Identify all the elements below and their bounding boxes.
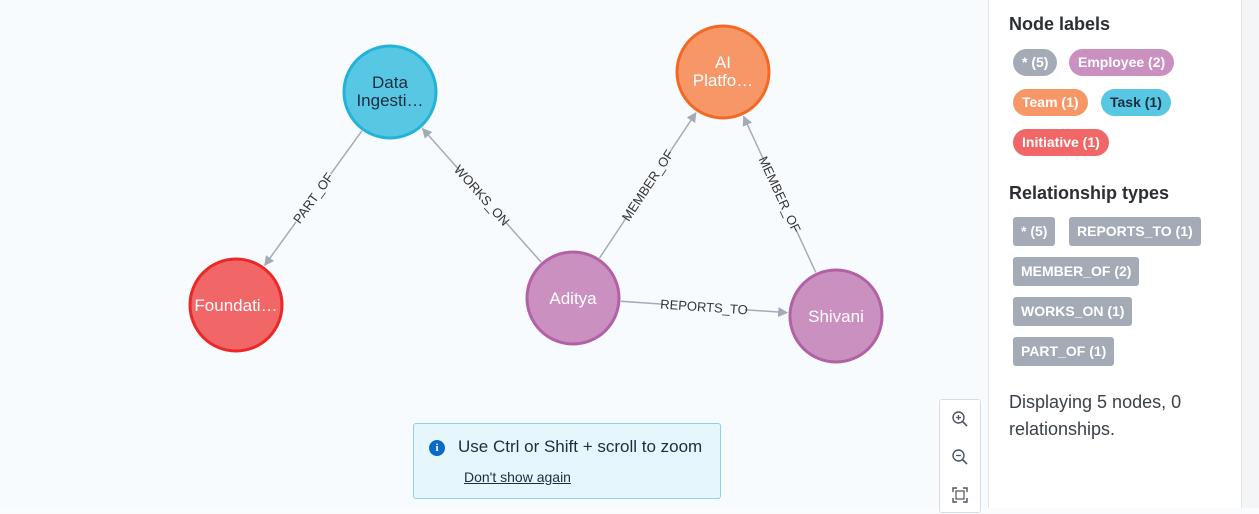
fit-to-screen-icon xyxy=(952,487,968,503)
graph-visualization[interactable]: PART_OF WORKS_ON MEMBER_OF MEMBER_OF REPORTS… xyxy=(0,0,988,508)
legend-sidebar: Node labels * (5) Employee (2) Team (1) … xyxy=(988,0,1241,508)
node-label-task-chip[interactable]: Task (1) xyxy=(1101,89,1171,116)
node-shivani[interactable]: Shivani xyxy=(788,268,884,364)
node-data-ingestion[interactable]: DataIngesti… xyxy=(342,44,438,140)
node-caption: Shivani xyxy=(808,307,864,326)
zoom-hint-toast: i Use Ctrl or Shift + scroll to zoom Don… xyxy=(413,423,721,499)
zoom-out-button[interactable] xyxy=(940,438,980,476)
relationship-label-background xyxy=(662,296,746,318)
node-circle[interactable] xyxy=(675,24,771,120)
display-status-text: Displaying 5 nodes, 0 relationships. xyxy=(1009,392,1182,439)
relationship-label: REPORTS_TO xyxy=(660,296,748,317)
rel-type-all-tag[interactable]: * (5) xyxy=(1013,217,1056,246)
relationship-label-background xyxy=(620,149,675,221)
graph-canvas[interactable]: PART_OF WORKS_ON MEMBER_OF MEMBER_OF REPORTS… xyxy=(0,0,988,513)
node-label-team-chip[interactable]: Team (1) xyxy=(1013,89,1088,116)
rel-type-member-of-tag[interactable]: MEMBER_OF (2) xyxy=(1013,257,1140,286)
zoom-in-button[interactable] xyxy=(940,400,980,438)
relationship-member-of[interactable]: MEMBER_OF xyxy=(742,115,817,273)
relationship-label-background xyxy=(756,157,803,232)
relationship-reports-to[interactable]: REPORTS_TO xyxy=(620,296,789,318)
relationship-label: MEMBER_OF xyxy=(619,147,677,224)
relationship-label: WORKS_ON xyxy=(451,162,513,229)
node-label-employee-chip[interactable]: Employee (2) xyxy=(1069,49,1175,76)
toast-message: Use Ctrl or Shift + scroll to zoom xyxy=(458,437,703,456)
node-caption: Data xyxy=(372,73,408,92)
node-caption: Aditya xyxy=(549,289,597,308)
node-label-all-chip[interactable]: * (5) xyxy=(1013,49,1058,76)
fit-to-screen-button[interactable] xyxy=(940,476,980,514)
sidebar-scrollbar[interactable] xyxy=(1241,0,1259,508)
relationship-works-on[interactable]: WORKS_ON xyxy=(421,127,542,263)
dont-show-again-link[interactable]: Don't show again xyxy=(464,469,571,485)
node-labels-title: Node labels xyxy=(1009,14,1111,34)
node-circle[interactable] xyxy=(342,44,438,140)
relationship-member-of[interactable]: MEMBER_OF xyxy=(598,111,697,259)
relationship-label-background xyxy=(453,165,510,226)
node-circle[interactable] xyxy=(188,257,284,353)
relationship-part-of[interactable]: PART_OF xyxy=(264,130,363,267)
zoom-controls xyxy=(939,399,981,513)
rel-type-works-on-tag[interactable]: WORKS_ON (1) xyxy=(1013,297,1133,326)
relationship-label-background xyxy=(289,169,338,227)
relationship-types-title: Relationship types xyxy=(1009,183,1170,203)
node-caption: Ingesti… xyxy=(356,91,423,110)
node-caption: Platfo… xyxy=(693,71,753,90)
relationship-label: MEMBER_OF xyxy=(756,154,804,235)
rel-type-reports-to-tag[interactable]: REPORTS_TO (1) xyxy=(1069,217,1201,246)
node-circle[interactable] xyxy=(788,268,884,364)
zoom-out-icon xyxy=(952,449,968,465)
node-aditya[interactable]: Aditya xyxy=(525,250,621,346)
rel-type-part-of-tag[interactable]: PART_OF (1) xyxy=(1013,337,1115,366)
info-icon: i xyxy=(429,440,445,456)
node-foundation[interactable]: Foundati… xyxy=(188,257,284,353)
node-caption: AI xyxy=(715,53,731,72)
node-label-initiative-chip[interactable]: Initiative (1) xyxy=(1013,129,1109,156)
node-caption: Foundati… xyxy=(194,296,277,315)
zoom-in-icon xyxy=(952,411,968,427)
relationship-label: PART_OF xyxy=(290,170,337,226)
node-ai-platform[interactable]: AIPlatfo… xyxy=(675,24,771,120)
node-circle[interactable] xyxy=(525,250,621,346)
